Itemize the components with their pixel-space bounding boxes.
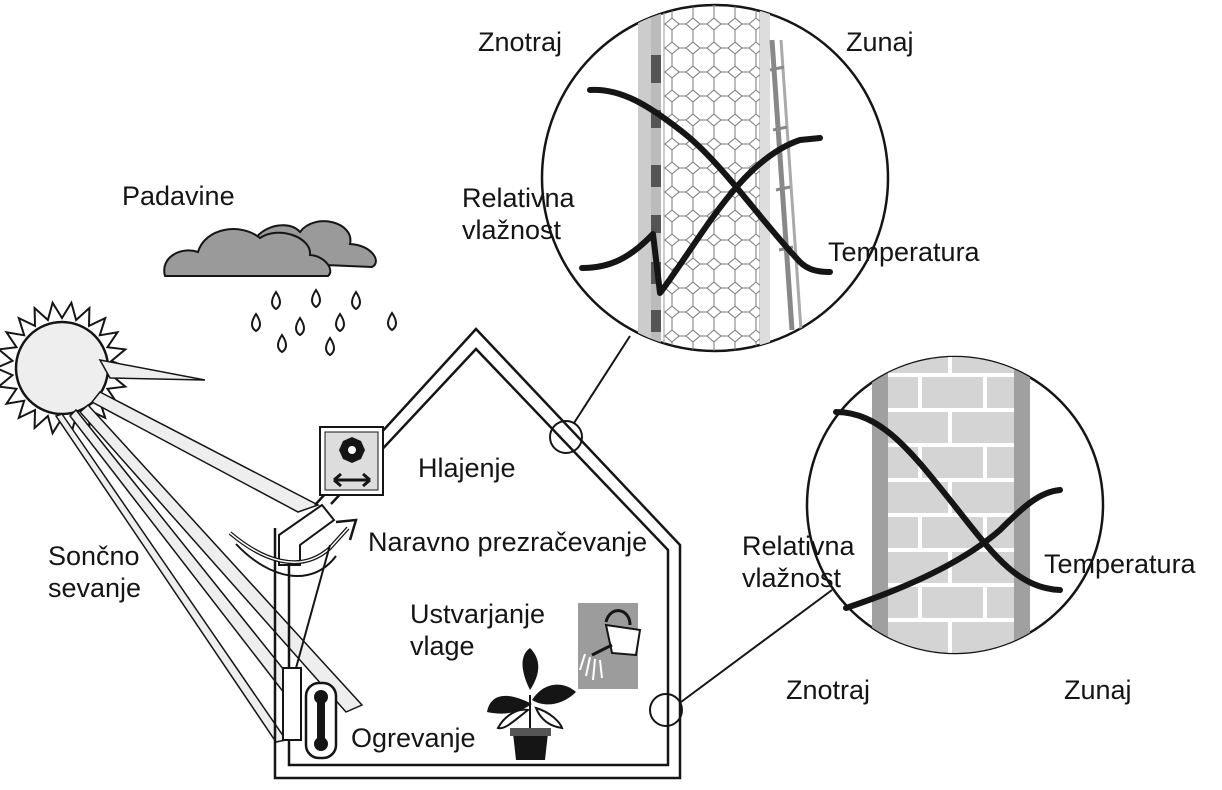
ventilation-duct bbox=[228, 503, 358, 578]
temperature-curve-bottom bbox=[833, 409, 1063, 593]
temperature-label-top: Temperatura bbox=[828, 237, 980, 267]
temperature-curve-top bbox=[587, 86, 833, 275]
inside-label-bottom: Znotraj bbox=[786, 675, 871, 705]
moisture-generation-label: Ustvarjanje vlage bbox=[410, 599, 546, 661]
inside-label-top: Znotraj bbox=[478, 27, 563, 57]
relative-humidity-curve-bottom bbox=[843, 487, 1063, 611]
solar-radiation-rays bbox=[54, 358, 364, 743]
relative-humidity-label-top: Relativna vlažnost bbox=[462, 183, 575, 245]
relative-humidity-label-bottom: Relativna vlažnost bbox=[742, 531, 855, 593]
precipitation-label: Padavine bbox=[122, 181, 235, 211]
cloud-icon bbox=[163, 220, 377, 277]
natural-ventilation-label: Naravno prezračevanje bbox=[368, 527, 648, 557]
heating-label: Ogrevanje bbox=[351, 723, 476, 753]
radiator-icon bbox=[282, 544, 338, 760]
temperature-label-bottom: Temperatura bbox=[1044, 549, 1196, 579]
insulated-wall-detail bbox=[540, 3, 890, 353]
outside-label-top: Zunaj bbox=[846, 27, 914, 57]
cooling-label: Hlajenje bbox=[418, 453, 516, 483]
wall-detail-markers bbox=[549, 335, 833, 727]
outside-label-bottom: Zunaj bbox=[1064, 675, 1132, 705]
brick-wall-detail bbox=[805, 355, 1105, 655]
cooling-unit-icon bbox=[319, 426, 384, 496]
solar-radiation-label: Sončno sevanje bbox=[48, 541, 142, 603]
watering-can-icon bbox=[578, 603, 642, 689]
relative-humidity-curve-top bbox=[579, 135, 823, 296]
potted-plant-icon bbox=[487, 648, 576, 760]
rain-drops bbox=[251, 288, 397, 357]
